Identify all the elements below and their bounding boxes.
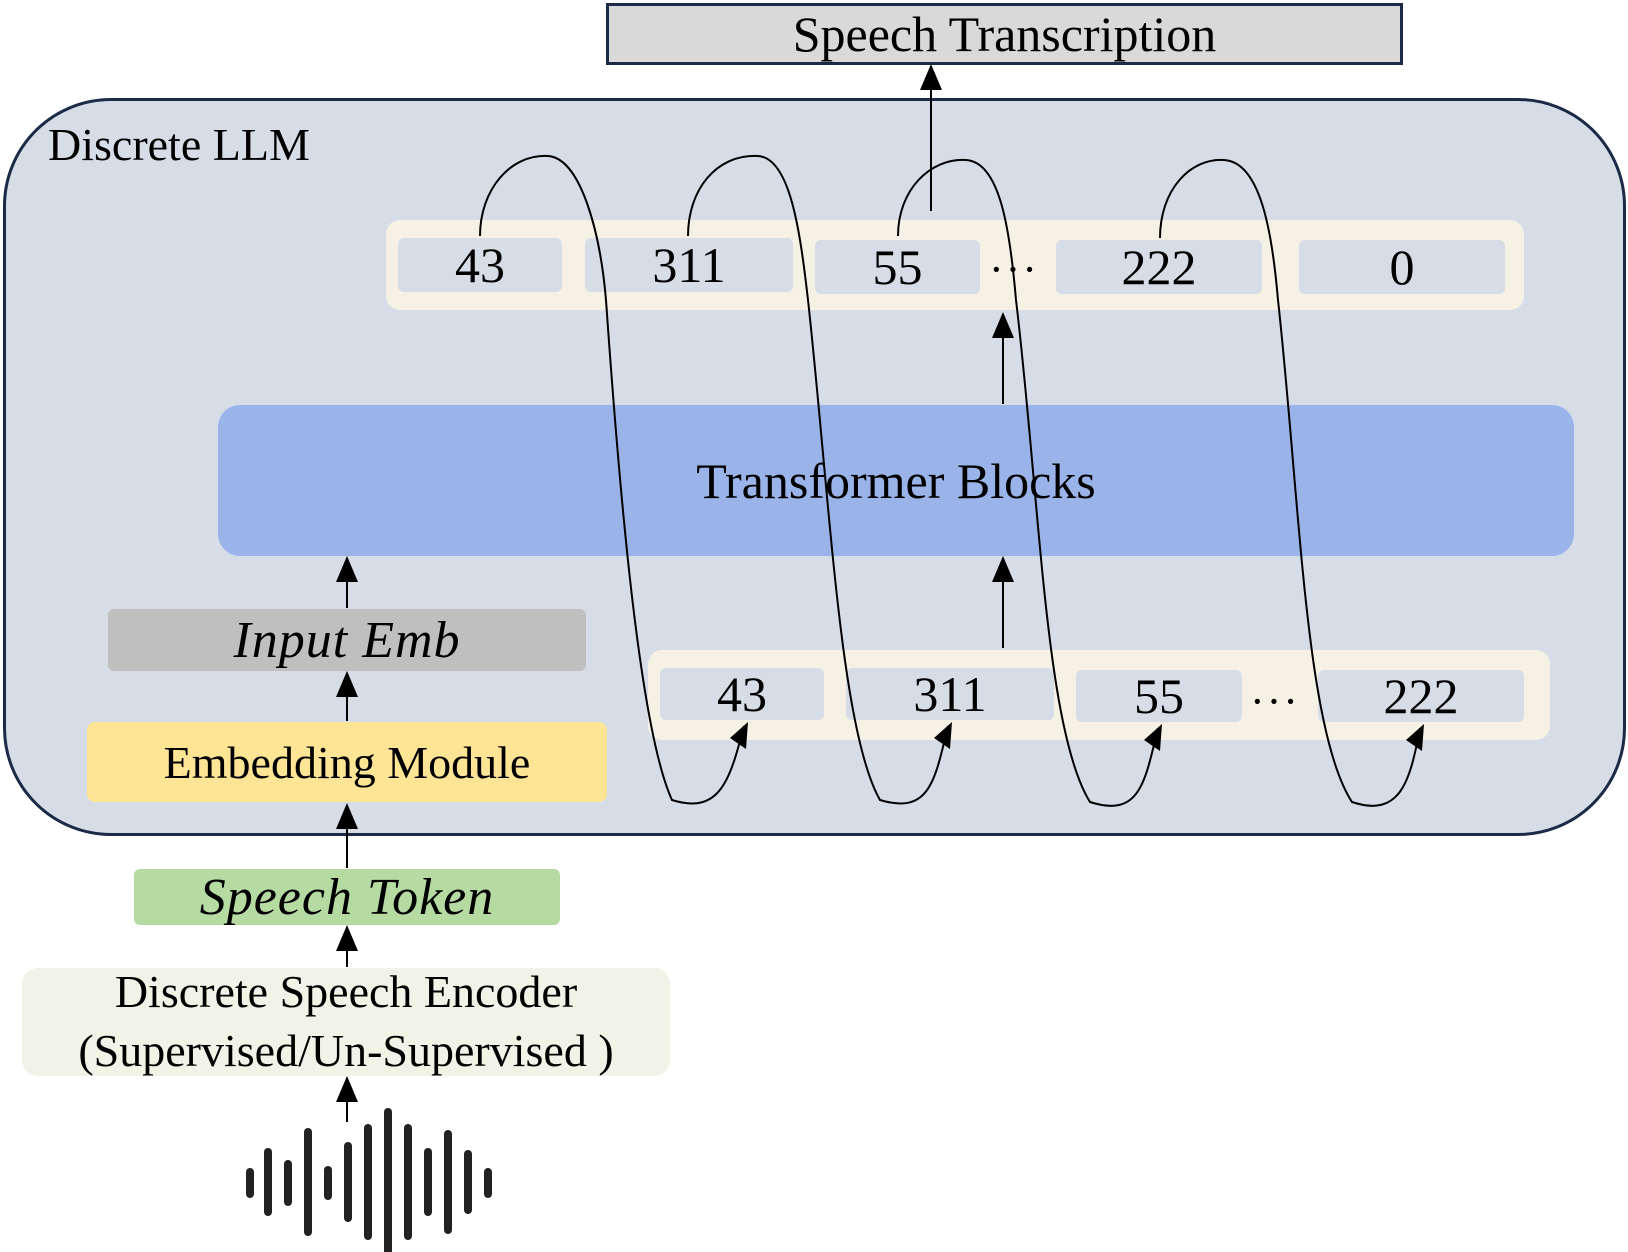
encoder-title: Discrete Speech Encoder [114, 966, 578, 1018]
input-token: 43 [660, 668, 824, 720]
input-token: 222 [1318, 670, 1524, 722]
input-ellipsis: ··· [1250, 677, 1300, 726]
arrowhead [336, 925, 358, 951]
encoder-subtitle: (Supervised/Un-Supervised ) [78, 1025, 614, 1076]
audio-waveform-icon [246, 1108, 492, 1252]
speech-transcription-box: Speech Transcription [606, 3, 1403, 65]
output-token: 311 [585, 238, 793, 292]
input-token: 55 [1076, 670, 1242, 722]
output-ellipsis: ··· [989, 245, 1039, 294]
discrete-speech-encoder-box: Discrete Speech Encoder (Supervised/Un-S… [22, 966, 670, 1076]
output-token: 43 [398, 238, 562, 292]
discrete-llm-label: Discrete LLM [48, 119, 310, 170]
input-token: 311 [846, 668, 1054, 720]
speech-token-box: Speech Token [134, 869, 560, 926]
arrowhead [920, 64, 942, 90]
embedding-module-box: Embedding Module [87, 722, 607, 802]
transformer-blocks: Transformer Blocks [218, 405, 1574, 556]
output-token: 55 [815, 240, 980, 294]
input-emb-box: Input Emb [108, 609, 586, 671]
output-token: 222 [1056, 240, 1262, 294]
output-token: 0 [1299, 240, 1505, 294]
